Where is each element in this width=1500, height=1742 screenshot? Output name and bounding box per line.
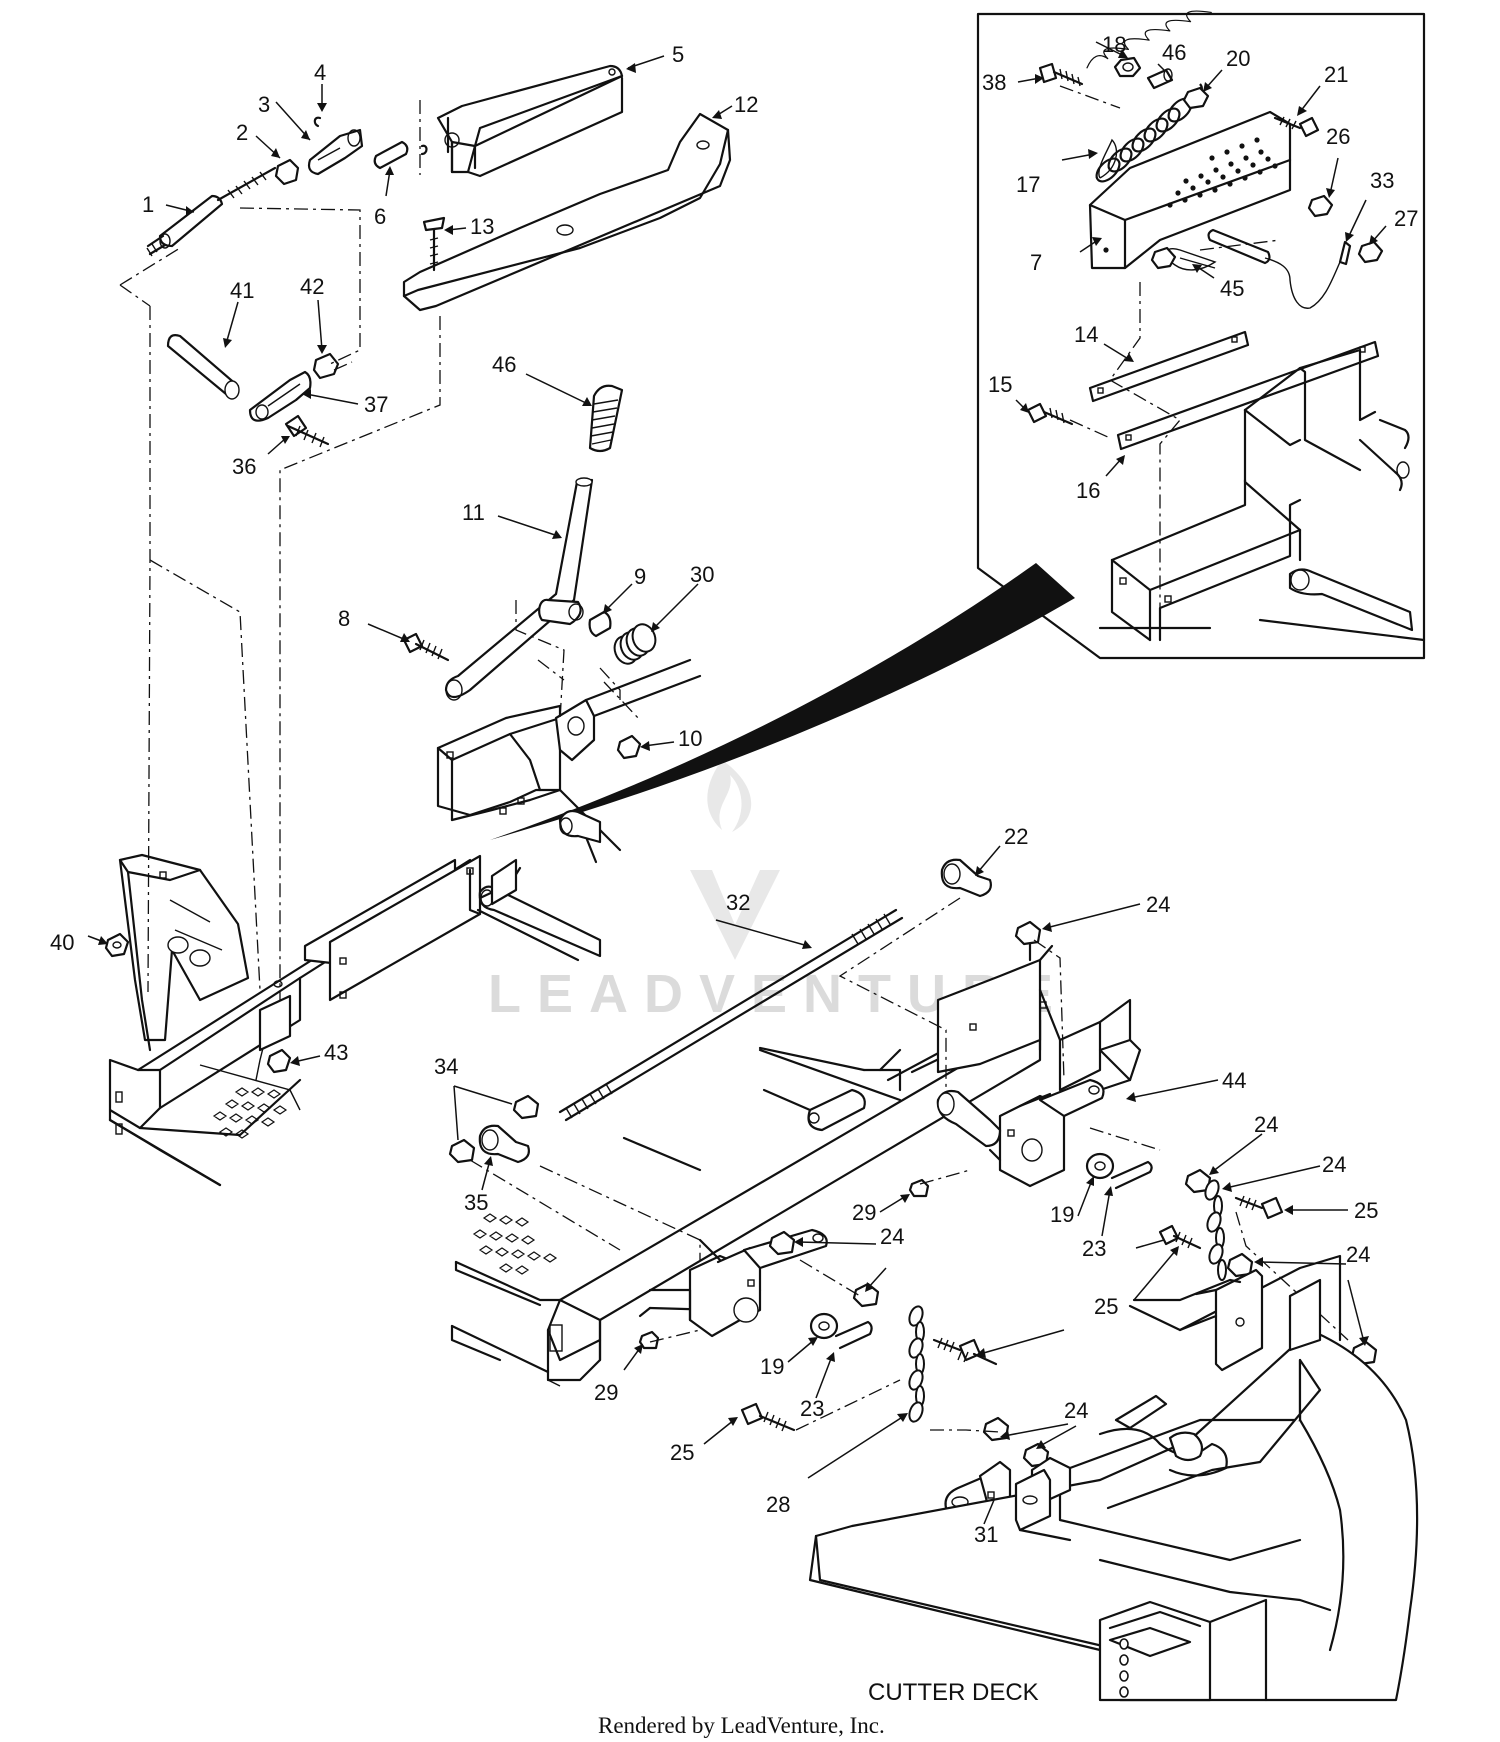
rod-32 bbox=[558, 908, 904, 1122]
lever-5 bbox=[436, 64, 624, 178]
callout-33: 33 bbox=[1370, 168, 1394, 193]
callout-38: 38 bbox=[982, 70, 1006, 95]
bushing-9 bbox=[588, 610, 612, 638]
callout-25-right: 25 bbox=[1354, 1198, 1378, 1223]
washer-19-left bbox=[809, 1312, 873, 1350]
callout-35: 35 bbox=[464, 1190, 488, 1215]
callout-24-deck: 24 bbox=[1064, 1398, 1088, 1423]
callout-44: 44 bbox=[1222, 1068, 1246, 1093]
spacer-41 bbox=[166, 334, 240, 400]
bar-12 bbox=[402, 112, 732, 312]
straps-14-16 bbox=[1088, 330, 1380, 451]
callout-14: 14 bbox=[1074, 322, 1098, 347]
callout-41: 41 bbox=[230, 278, 254, 303]
bolt-36 bbox=[284, 414, 330, 448]
callout-26: 26 bbox=[1326, 124, 1350, 149]
callout-37: 37 bbox=[364, 392, 388, 417]
bolt-25-mid bbox=[1158, 1224, 1202, 1250]
upper-linkage-assembly bbox=[146, 64, 732, 448]
nut-10 bbox=[616, 734, 642, 760]
nut-40 bbox=[104, 932, 130, 958]
callout-6: 6 bbox=[374, 204, 386, 229]
callout-29-left: 29 bbox=[594, 1380, 618, 1405]
callout-45: 45 bbox=[1220, 276, 1244, 301]
washer-19-right bbox=[1085, 1152, 1153, 1190]
callout-2: 2 bbox=[236, 120, 248, 145]
callout-10: 10 bbox=[678, 726, 702, 751]
lever-11 bbox=[444, 477, 594, 701]
spring-30 bbox=[613, 623, 657, 665]
callout-24-right-lower: 24 bbox=[1346, 1242, 1370, 1267]
pin-6 bbox=[373, 140, 409, 170]
callout-23-left: 23 bbox=[800, 1396, 824, 1421]
callout-18: 18 bbox=[1102, 32, 1126, 57]
callout-20: 20 bbox=[1226, 46, 1250, 71]
pin-and-cable bbox=[1165, 228, 1352, 309]
callout-46-knob: 46 bbox=[492, 352, 516, 377]
callout-16: 16 bbox=[1076, 478, 1100, 503]
callout-9: 9 bbox=[634, 564, 646, 589]
callout-21: 21 bbox=[1324, 62, 1348, 87]
callout-29-right: 29 bbox=[852, 1200, 876, 1225]
chain-28-left bbox=[908, 1305, 925, 1423]
callout-7: 7 bbox=[1030, 250, 1042, 275]
leader-lines bbox=[87, 41, 1387, 1525]
callout-31: 31 bbox=[974, 1522, 998, 1547]
rod-1 bbox=[146, 166, 277, 257]
callout-40: 40 bbox=[50, 930, 74, 955]
perforated-bracket-7 bbox=[1088, 110, 1292, 270]
callout-5: 5 bbox=[672, 42, 684, 67]
callout-36: 36 bbox=[232, 454, 256, 479]
callout-13: 13 bbox=[470, 214, 494, 239]
callout-19-right: 19 bbox=[1050, 1202, 1074, 1227]
nut-2 bbox=[274, 158, 300, 186]
callout-34: 34 bbox=[434, 1054, 458, 1079]
callout-25-mid: 25 bbox=[1094, 1294, 1118, 1319]
callout-15: 15 bbox=[988, 372, 1012, 397]
callout-19-left: 19 bbox=[760, 1354, 784, 1379]
mower-frame-left bbox=[104, 658, 702, 1187]
bolt-8 bbox=[402, 632, 450, 662]
callout-22: 22 bbox=[1004, 824, 1028, 849]
bolt-25-right bbox=[1234, 1195, 1284, 1220]
clevis-37 bbox=[248, 370, 312, 422]
nut-42 bbox=[312, 352, 340, 380]
callout-3: 3 bbox=[258, 92, 270, 117]
callout-30: 30 bbox=[690, 562, 714, 587]
callout-8: 8 bbox=[338, 606, 350, 631]
callout-24-top: 24 bbox=[1146, 892, 1170, 917]
callout-43: 43 bbox=[324, 1040, 348, 1065]
bolt-25-lower bbox=[932, 1337, 998, 1366]
footer-credit: Rendered by LeadVenture, Inc. bbox=[598, 1713, 885, 1738]
callout-24-mid: 24 bbox=[880, 1224, 904, 1249]
callout-24-chain: 24 bbox=[1322, 1152, 1346, 1177]
handle-lever-assembly bbox=[402, 384, 657, 760]
callout-12: 12 bbox=[734, 92, 758, 117]
bolt-13 bbox=[422, 216, 446, 272]
callout-labels: 1 2 3 4 5 6 7 8 9 10 11 12 13 14 15 16 1… bbox=[50, 32, 1418, 1547]
inset-detail bbox=[490, 10, 1426, 840]
nut-43 bbox=[266, 1048, 292, 1074]
callout-17: 17 bbox=[1016, 172, 1040, 197]
callout-11: 11 bbox=[462, 500, 485, 525]
callout-42: 42 bbox=[300, 274, 324, 299]
callout-24-right-upper: 24 bbox=[1254, 1112, 1278, 1137]
inset-frame-section bbox=[1098, 348, 1426, 642]
callout-32: 32 bbox=[726, 890, 750, 915]
cutter-deck bbox=[808, 1254, 1419, 1702]
callout-23-right: 23 bbox=[1082, 1236, 1106, 1261]
hardware-inset bbox=[1026, 56, 1384, 426]
callout-1: 1 bbox=[142, 192, 154, 217]
cutter-deck-label: CUTTER DECK bbox=[868, 1679, 1039, 1706]
callout-28-left: 28 bbox=[766, 1492, 790, 1517]
callout-27: 27 bbox=[1394, 206, 1418, 231]
bolt-25-left bbox=[740, 1402, 796, 1432]
mower-frame-lower bbox=[119, 85, 1378, 1519]
callout-46-inset: 46 bbox=[1162, 40, 1186, 65]
clevis-3 bbox=[307, 128, 364, 176]
callout-4: 4 bbox=[314, 60, 326, 85]
chain-28-right bbox=[1204, 1179, 1227, 1281]
callout-25-left: 25 bbox=[670, 1440, 694, 1465]
